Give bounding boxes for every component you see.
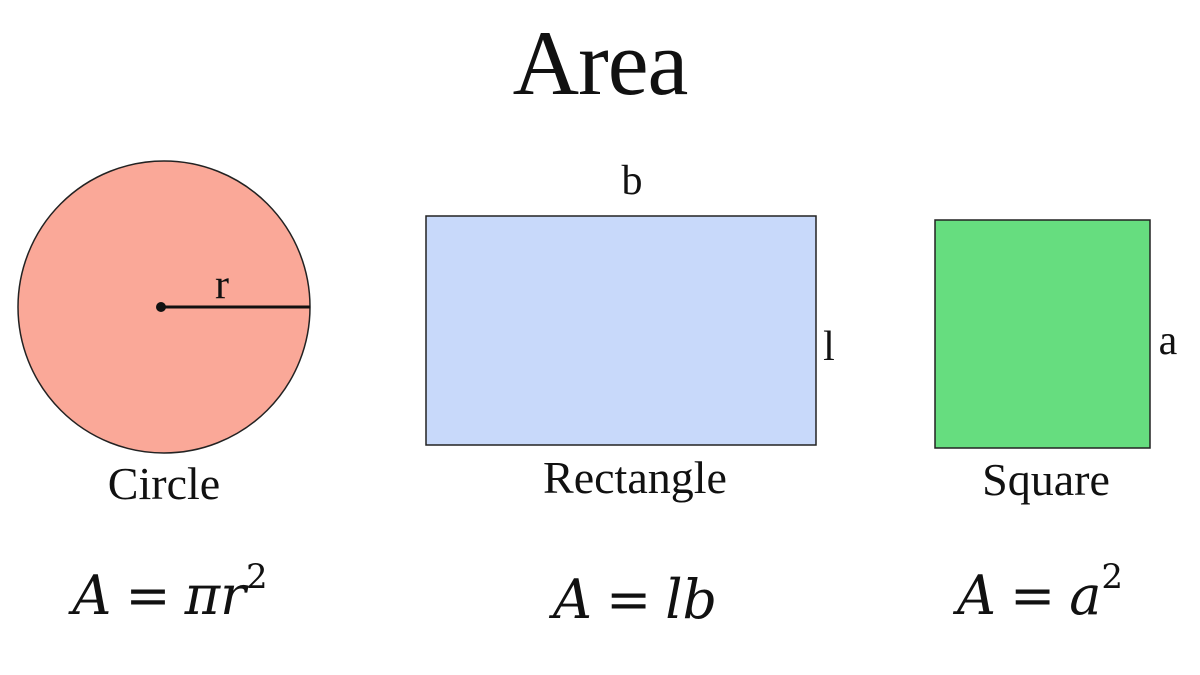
rectangle-formula: A=lb — [520, 568, 750, 632]
square-formula: A=a2 — [930, 560, 1150, 628]
rectangle-name: Rectangle — [543, 452, 727, 503]
circle-center-dot — [156, 302, 166, 312]
rectangle-shape — [425, 215, 817, 446]
circle-formula-exponent: 2 — [245, 557, 268, 597]
diagram-title: Area — [512, 12, 689, 114]
circle-formula-lhs: A — [72, 564, 112, 627]
circle-radius-label: r — [215, 262, 229, 308]
rectangle-formula-equals: = — [605, 568, 652, 631]
square-formula-lhs: A — [956, 564, 996, 627]
circle-formula-equals: = — [125, 564, 171, 627]
circle-formula: A=πr2 — [40, 560, 300, 628]
circle-name: Circle — [107, 458, 221, 509]
square-shape — [934, 219, 1151, 449]
square-name: Square — [982, 454, 1110, 505]
rectangle-formula-rhs: lb — [665, 568, 718, 631]
square-formula-equals: = — [1009, 564, 1056, 627]
circle-formula-rhs: πr — [184, 564, 246, 627]
square-formula-rhs: a — [1069, 564, 1102, 627]
square-side-label: a — [1158, 318, 1178, 364]
rectangle-formula-lhs: A — [552, 568, 592, 631]
square-formula-exponent: 2 — [1101, 557, 1124, 597]
rectangle-width-label: b — [621, 158, 643, 204]
rectangle-height-label: l — [823, 324, 835, 370]
